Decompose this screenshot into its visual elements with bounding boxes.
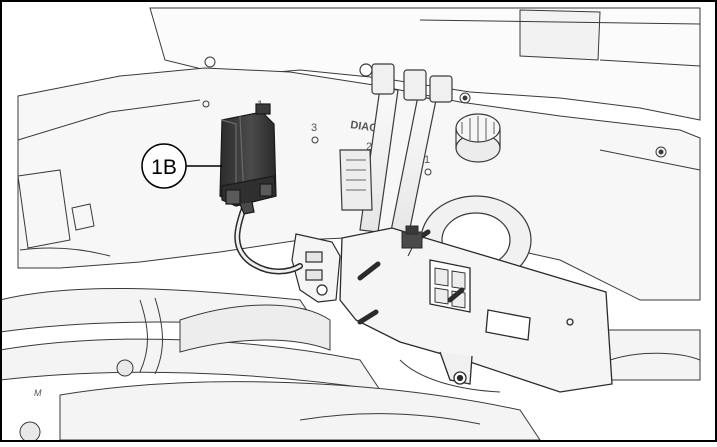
lower-engine-structures bbox=[0, 287, 701, 443]
port-label-1-lower: 1 bbox=[424, 154, 430, 166]
corner-mark: M bbox=[34, 388, 42, 398]
port-label-3: 3 bbox=[311, 122, 317, 134]
component-1b bbox=[219, 103, 277, 215]
left-panel-details bbox=[17, 169, 111, 257]
callout-1b: 1B bbox=[141, 143, 222, 189]
bracket-connector bbox=[401, 225, 423, 257]
callout-circle bbox=[141, 143, 187, 189]
component-cable-highlight bbox=[235, 206, 302, 273]
callout-label: 1B bbox=[151, 156, 177, 179]
cable-clip-bracket bbox=[291, 233, 341, 303]
diag-label: DIAG bbox=[350, 119, 379, 135]
reservoir-cap bbox=[455, 113, 501, 163]
port-label-2: 2 bbox=[366, 141, 372, 153]
